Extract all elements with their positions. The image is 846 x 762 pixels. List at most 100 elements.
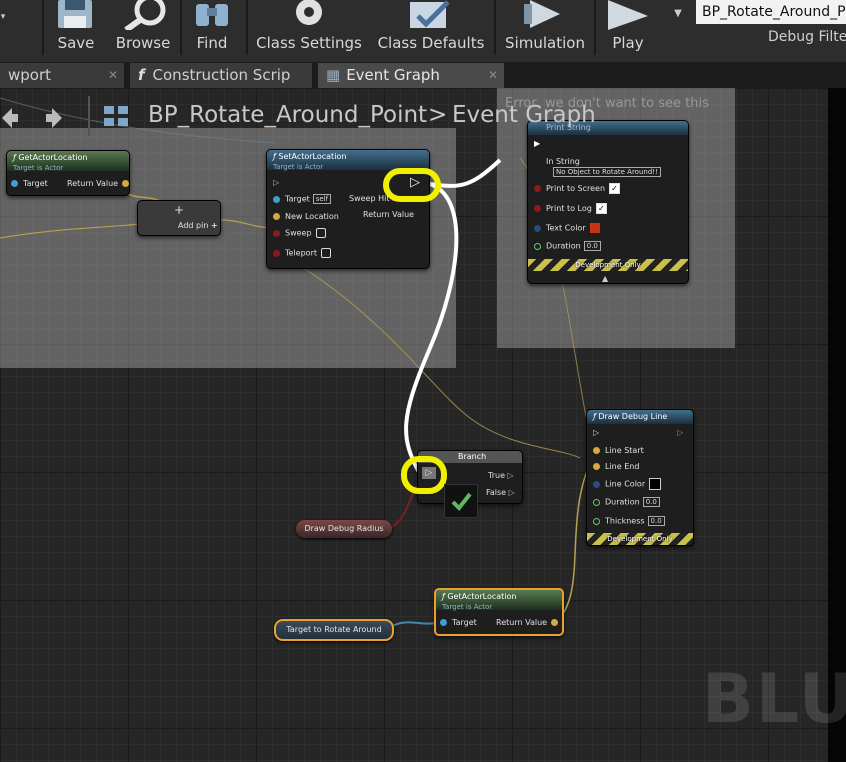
vector-pin-icon — [551, 619, 559, 626]
sweep-checkbox[interactable] — [315, 228, 326, 238]
duration-value[interactable]: 0.0 — [642, 497, 660, 507]
pin-return-value[interactable]: Return Value — [363, 210, 414, 219]
exec-out-pin-icon[interactable]: ▷ — [410, 175, 420, 190]
thickness-value[interactable]: 0.0 — [647, 516, 665, 526]
simulation-label: Simulation — [505, 34, 585, 52]
simulation-icon — [524, 0, 560, 28]
breadcrumb-blueprint[interactable]: BP_Rotate_Around_Point — [148, 102, 428, 128]
toolbar-separator — [494, 0, 496, 55]
bool-pin-icon — [534, 185, 541, 192]
checkbox-checked-icon[interactable]: ✓ — [609, 183, 621, 194]
exec-in-pin[interactable]: ▷ — [273, 178, 279, 187]
function-icon: ƒ — [13, 153, 19, 162]
duration-value[interactable]: 0.0 — [583, 241, 601, 251]
variable-draw-debug-radius[interactable]: Draw Debug Radius — [296, 520, 392, 538]
pin-sweep[interactable]: Sweep — [273, 228, 326, 238]
in-string-field[interactable]: No Object to Rotate Around!! — [550, 167, 661, 177]
checkbox-checked-icon[interactable]: ✓ — [595, 203, 607, 214]
exec-pin-icon: ▷ — [273, 178, 280, 187]
tab-event-graph[interactable]: ▦Event Graph✕ — [318, 63, 504, 88]
exec-pin-icon: ▷ — [508, 488, 515, 497]
breadcrumb-graph: Event Graph — [452, 102, 596, 128]
pin-label: Duration — [546, 241, 581, 251]
node-header: ƒ Draw Debug Line — [587, 410, 693, 424]
variable-target-to-rotate-around[interactable]: Target to Rotate Around — [274, 619, 394, 641]
node-add-pin[interactable]: + Add pin + — [137, 200, 221, 236]
add-pin-button[interactable]: Add pin + — [178, 221, 218, 230]
save-button[interactable]: Save — [50, 0, 102, 62]
exec-pin-icon: ▷ — [507, 471, 514, 480]
pin-line-color[interactable]: Line Color — [593, 478, 662, 490]
exec-pin-icon: ▶ — [534, 139, 541, 148]
pin-true[interactable]: True ▷ — [488, 471, 514, 480]
close-icon[interactable]: ✕ — [487, 68, 498, 82]
pin-new-location[interactable]: New Location — [273, 212, 339, 221]
pin-line-end[interactable]: Line End — [593, 462, 639, 471]
pin-text-color[interactable]: Text Color — [534, 223, 600, 233]
play-options-dropdown[interactable]: ▼ — [668, 0, 688, 62]
forward-arrow-icon[interactable] — [46, 108, 62, 128]
tab-viewport[interactable]: wport✕ — [0, 63, 124, 88]
node-title: GetActorLocation — [18, 153, 88, 162]
close-icon[interactable]: ✕ — [107, 68, 118, 82]
self-value: self — [312, 194, 332, 204]
pin-label: Thickness — [605, 516, 645, 526]
exec-in-pin-icon[interactable]: ▷ — [422, 467, 436, 479]
pin-return-value[interactable]: Return Value — [496, 618, 562, 627]
toolbar-overflow[interactable]: ▾ — [0, 12, 6, 22]
class-defaults-label: Class Defaults — [377, 34, 485, 52]
color-pin-icon — [593, 480, 600, 488]
function-icon: ƒ — [273, 152, 279, 161]
pin-line-start[interactable]: Line Start — [593, 446, 644, 455]
browse-button[interactable]: Browse — [112, 0, 174, 62]
pin-label: In String — [546, 157, 580, 166]
node-title: GetActorLocation — [447, 592, 517, 601]
find-label: Find — [196, 34, 228, 52]
pin-label: Print to Log — [546, 204, 592, 213]
play-button[interactable]: Play — [600, 0, 656, 62]
teleport-checkbox[interactable] — [321, 248, 331, 258]
class-settings-button[interactable]: Class Settings — [254, 0, 364, 62]
find-button[interactable]: Find — [188, 0, 236, 62]
pin-sweep-hit-result[interactable]: Sweep Hit R — [349, 194, 398, 203]
debug-object-select[interactable]: BP_Rotate_Around_P — [696, 0, 846, 24]
simulation-button[interactable]: Simulation — [500, 0, 590, 62]
pin-false[interactable]: False ▷ — [486, 488, 515, 497]
back-arrow-icon[interactable] — [2, 108, 18, 128]
node-print-string[interactable]: Print String ▶ In String No Object to Ro… — [527, 120, 689, 284]
pin-print-to-log[interactable]: Print to Log✓ — [534, 203, 607, 214]
pin-in-string[interactable]: In String — [546, 157, 580, 166]
node-draw-debug-line[interactable]: ƒ Draw Debug Line ▷ ▷ Line Start Line En… — [586, 409, 694, 546]
play-icon — [608, 0, 648, 30]
object-pin-icon — [440, 619, 447, 626]
exec-out-pin[interactable]: ▷ — [677, 428, 683, 437]
graph-icon: ▦ — [326, 66, 341, 84]
tab-label: Construction Scrip — [152, 66, 291, 84]
toolbar-separator — [594, 0, 596, 55]
text-color-swatch[interactable] — [589, 223, 600, 233]
pin-print-to-screen[interactable]: Print to Screen✓ — [534, 183, 621, 194]
exec-in-pin[interactable]: ▶ — [534, 139, 540, 148]
line-color-swatch[interactable] — [649, 478, 662, 490]
pin-return-value[interactable]: Return Value — [67, 179, 129, 188]
class-defaults-button[interactable]: Class Defaults — [374, 0, 488, 62]
magnifier-icon — [124, 0, 166, 30]
expand-arrow-icon[interactable]: ▲ — [602, 274, 609, 283]
exec-in-pin[interactable]: ▷ — [593, 428, 599, 437]
pin-target[interactable]: Target — [440, 618, 477, 627]
pin-teleport[interactable]: Teleport — [273, 248, 331, 258]
float-pin-icon — [593, 498, 600, 506]
pin-target[interactable]: Target — [11, 179, 48, 188]
